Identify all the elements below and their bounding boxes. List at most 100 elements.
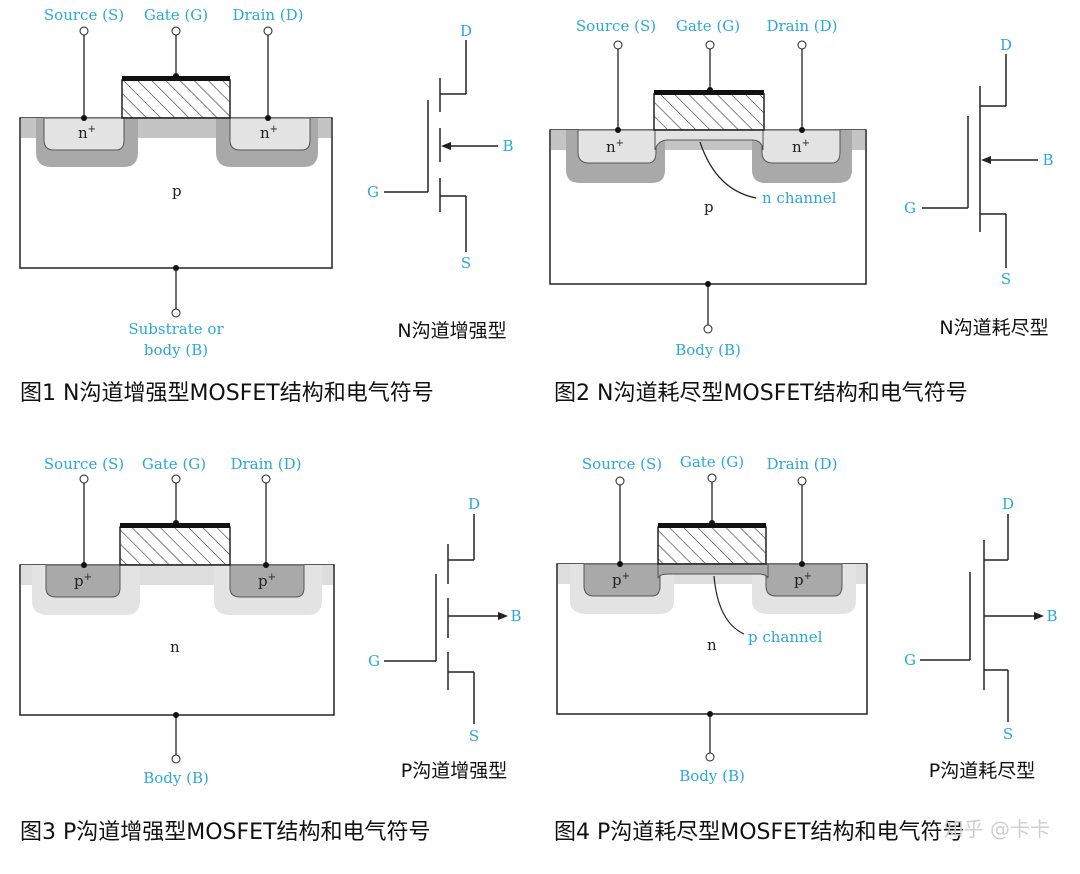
- drain-label: Drain (D): [766, 17, 837, 35]
- drain-well: [229, 564, 305, 598]
- source-well: [45, 564, 121, 598]
- gate-label: Gate (G): [676, 17, 740, 35]
- gate-label: Gate (G): [142, 455, 206, 473]
- symbol-gate-label: G: [367, 183, 379, 201]
- source-well-label: p+: [612, 571, 630, 589]
- symbol-type-label: P沟道耗尽型: [929, 760, 1035, 782]
- gate-terminal: [171, 474, 181, 484]
- symbol-source-label: S: [461, 254, 471, 272]
- drain-well-label: n+: [792, 138, 810, 156]
- source-well: [583, 563, 661, 597]
- source-well-label: p+: [74, 572, 92, 590]
- body-terminal: [703, 324, 713, 334]
- circuit-symbol: [384, 40, 498, 252]
- symbol-body-label: B: [502, 137, 513, 155]
- channel-pointer: [699, 141, 757, 199]
- symbol-drain-label: D: [1002, 495, 1014, 513]
- symbol-type-label: N沟道增强型: [397, 320, 506, 342]
- gate-terminal: [171, 26, 181, 36]
- circuit-symbol: [922, 54, 1038, 268]
- substrate-label: n: [707, 636, 717, 654]
- source-well-label: n+: [606, 138, 624, 156]
- source-label: Source (S): [576, 17, 656, 35]
- panel-3: p+ p+ n Source (S) Gate (G) Drain (D) Bo…: [19, 455, 522, 845]
- symbol-gate-label: G: [904, 651, 916, 669]
- body-label-line1: Substrate or: [128, 320, 224, 338]
- drain-label: Drain (D): [230, 455, 301, 473]
- body-label: Body (B): [143, 769, 209, 787]
- drain-label: Drain (D): [766, 455, 837, 473]
- source-label: Source (S): [582, 455, 662, 473]
- symbol-source-label: S: [469, 727, 479, 745]
- panel-4: p+ p+ n p channel Source (S) Gate (G) Dr…: [554, 453, 1058, 845]
- source-label: Source (S): [44, 455, 124, 473]
- symbol-body-label: B: [1046, 607, 1057, 625]
- cross-section: n+ n+ p Source (S) Gate (G) Drain (D) Su…: [19, 6, 333, 359]
- source-well-label: n+: [78, 124, 96, 142]
- panel-1: n+ n+ p Source (S) Gate (G) Drain (D) Su…: [19, 6, 514, 406]
- gate-electrode: [119, 526, 231, 566]
- channel-label: n channel: [762, 189, 837, 207]
- gate-electrode: [653, 93, 765, 131]
- drain-well: [229, 117, 311, 151]
- figure-caption: 图1 N沟道增强型MOSFET结构和电气符号: [20, 381, 434, 406]
- drain-well-label: n+: [260, 124, 278, 142]
- body-label-line2: body (B): [144, 341, 208, 359]
- gate-electrode: [657, 526, 767, 565]
- drain-well: [765, 563, 843, 597]
- channel-region: [657, 563, 769, 579]
- symbol-gate-label: G: [904, 199, 916, 217]
- drain-well-label: p+: [258, 572, 276, 590]
- circuit-symbol: [920, 514, 1044, 722]
- channel-pointer: [713, 575, 745, 635]
- cross-section: p+ p+ n Source (S) Gate (G) Drain (D) Bo…: [19, 455, 335, 787]
- body-label: Body (B): [679, 767, 745, 785]
- substrate-label: p: [172, 182, 182, 200]
- symbol-type-label: N沟道耗尽型: [939, 317, 1048, 339]
- source-terminal: [79, 474, 89, 484]
- source-terminal: [613, 40, 623, 50]
- symbol-body-label: B: [510, 607, 521, 625]
- drain-terminal: [797, 476, 807, 486]
- cross-section: p+ p+ n p channel Source (S) Gate (G) Dr…: [556, 453, 868, 785]
- source-well: [577, 129, 657, 164]
- circuit-symbol: [384, 514, 508, 724]
- figure-caption: 图3 P沟道增强型MOSFET结构和电气符号: [20, 820, 431, 845]
- body-label: Body (B): [675, 341, 741, 359]
- drain-label: Drain (D): [232, 6, 303, 24]
- symbol-source-label: S: [1001, 270, 1011, 288]
- substrate-label: p: [704, 198, 714, 216]
- substrate-label: n: [170, 638, 180, 656]
- gate-label: Gate (G): [144, 6, 208, 24]
- symbol-type-label: P沟道增强型: [401, 760, 507, 782]
- symbol-drain-label: D: [1000, 36, 1012, 54]
- gate-terminal: [707, 473, 717, 483]
- drain-terminal: [261, 474, 271, 484]
- drain-well: [761, 129, 841, 164]
- drain-terminal: [263, 26, 273, 36]
- symbol-gate-label: G: [368, 652, 380, 670]
- figure-caption: 图4 P沟道耗尽型MOSFET结构和电气符号: [554, 820, 965, 845]
- drain-well-label: p+: [794, 571, 812, 589]
- gate-terminal: [705, 40, 715, 50]
- source-terminal: [79, 26, 89, 36]
- symbol-drain-label: D: [468, 495, 480, 513]
- channel-region: [654, 129, 764, 151]
- channel-label: p channel: [748, 628, 823, 646]
- symbol-body-label: B: [1042, 151, 1053, 169]
- gate-electrode: [121, 79, 231, 119]
- symbol-drain-label: D: [460, 22, 472, 40]
- body-terminal: [171, 308, 181, 318]
- watermark: 知乎 @卡卡: [944, 817, 1050, 841]
- drain-terminal: [797, 40, 807, 50]
- source-label: Source (S): [44, 6, 124, 24]
- source-terminal: [615, 476, 625, 486]
- body-terminal: [705, 752, 715, 762]
- gate-label: Gate (G): [680, 453, 744, 471]
- figure-caption: 图2 N沟道耗尽型MOSFET结构和电气符号: [554, 381, 968, 406]
- body-terminal: [171, 754, 181, 764]
- source-well: [43, 117, 125, 151]
- symbol-source-label: S: [1003, 725, 1013, 743]
- panel-2: n+ n+ p n channel Source (S) Gate (G) Dr…: [549, 17, 1054, 406]
